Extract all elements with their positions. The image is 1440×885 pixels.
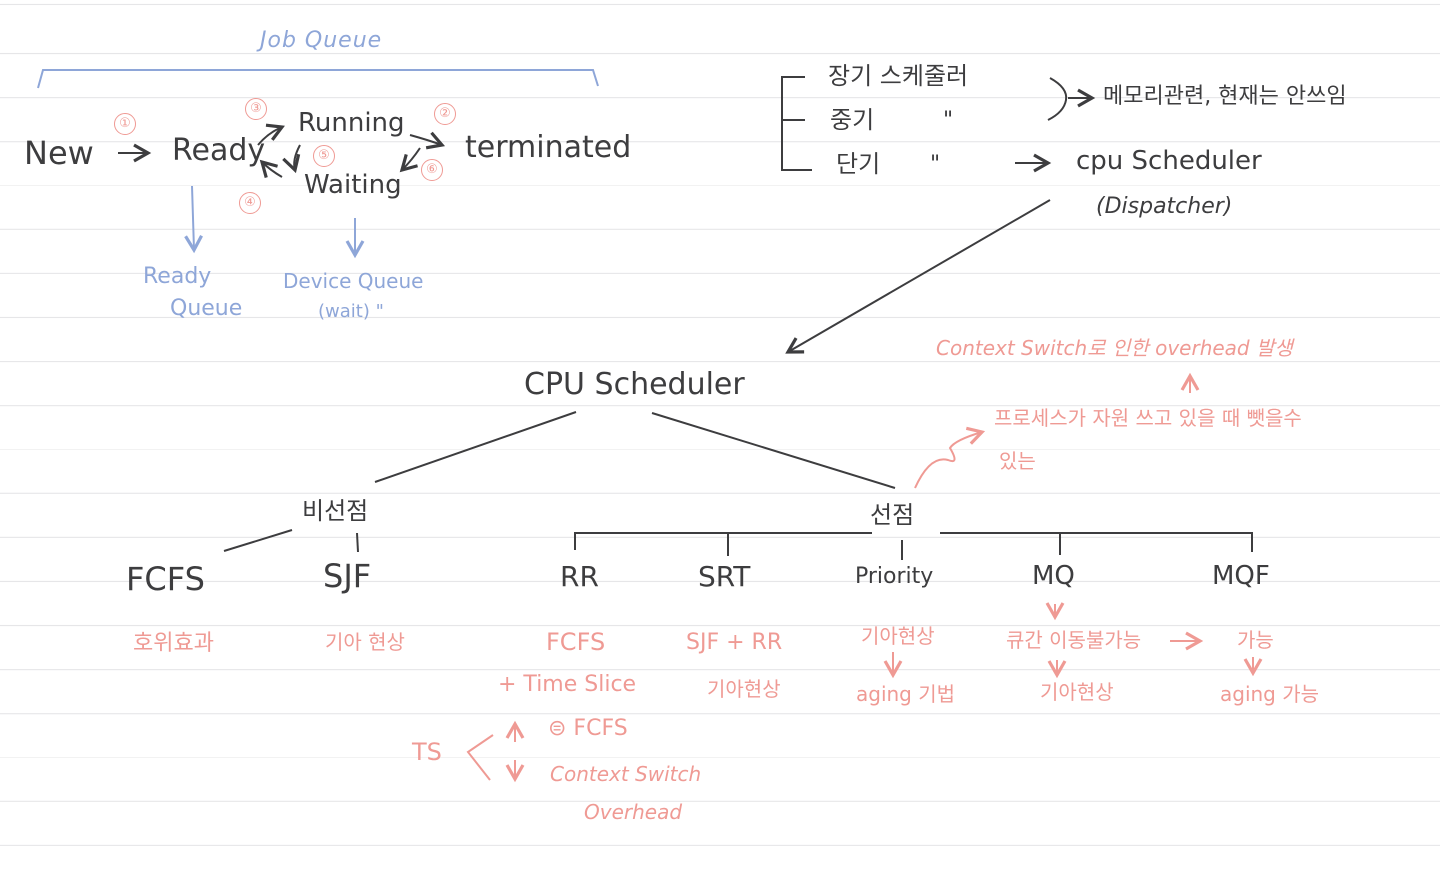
edge-root-nonpreemptive	[374, 411, 577, 483]
note-context-switch-overhead: Context Switch로 인한 overhead 발생	[936, 336, 1293, 360]
note-mq-2: 기아현상	[1040, 680, 1114, 704]
note-rr-2: + Time Slice	[498, 672, 637, 697]
arrow-ready-queue	[184, 185, 203, 254]
algo-priority: Priority	[855, 564, 934, 589]
ready-queue-label-2: Queue	[170, 296, 243, 321]
algo-mqf: MQF	[1212, 561, 1270, 591]
algo-rr: RR	[560, 560, 599, 593]
arrow-running-waiting	[399, 147, 421, 173]
memory-note: 메모리관련, 현재는 안쓰임	[1103, 84, 1347, 109]
node-preemptive: 선점	[870, 501, 915, 529]
note-rr-1: FCFS	[546, 628, 606, 656]
step-number-2: ②	[434, 103, 456, 125]
note-priority-1: 기아현상	[861, 624, 935, 648]
state-waiting: Waiting	[304, 170, 402, 200]
note-preempt-2: 있는	[999, 449, 1036, 473]
note-ts-down-2: Overhead	[584, 800, 683, 824]
step-number-1: ①	[114, 113, 136, 135]
state-ready: Ready	[172, 133, 266, 168]
ts-fork	[466, 734, 494, 781]
job-queue-label: Job Queue	[260, 28, 383, 53]
state-running: Running	[298, 108, 405, 138]
long-term-scheduler: 장기 스케줄러	[828, 62, 969, 90]
algo-srt: SRT	[698, 560, 751, 593]
step-number-5: ⑤	[313, 145, 335, 167]
arrow-running-ready	[282, 144, 301, 174]
step-number-4: ④	[239, 192, 261, 214]
note-srt-2: 기아현상	[707, 677, 781, 701]
note-ts-label: TS	[412, 738, 442, 766]
short-term-scheduler: 단기	[836, 150, 881, 178]
job-queue-bracket	[37, 69, 599, 89]
step-number-3: ③	[245, 98, 267, 120]
note-ts-up: ⊜ FCFS	[548, 716, 628, 741]
note-preempt-1: 프로세스가 자원 쓰고 있을 때 뺏을수	[994, 406, 1302, 430]
node-non-preemptive: 비선점	[302, 497, 369, 525]
device-queue-label: Device Queue	[283, 269, 424, 293]
device-queue-wait: (wait) "	[318, 301, 384, 322]
arrow-to-cpu-scheduler	[785, 199, 1051, 354]
note-srt-1: SJF + RR	[686, 630, 783, 655]
scheduler-bracket	[781, 76, 812, 171]
edge-preemptive-bar	[574, 532, 1253, 552]
short-term-ditto: "	[930, 152, 941, 177]
cpu-scheduler-label: cpu Scheduler	[1076, 146, 1262, 176]
algo-mq: MQ	[1032, 561, 1075, 591]
state-new: New	[24, 134, 94, 172]
tree-root: CPU Scheduler	[524, 367, 745, 402]
dispatcher-label: (Dispatcher)	[1096, 194, 1233, 219]
brace-long-mid	[1047, 77, 1068, 121]
arrow-preempt-note	[914, 426, 986, 489]
mid-term-scheduler: 중기	[830, 106, 875, 134]
arrow-running-terminated	[409, 131, 446, 150]
edge-nonpreemptive-fcfs	[223, 529, 293, 552]
note-ts-down-1: Context Switch	[550, 762, 702, 786]
note-priority-2: aging 기법	[856, 682, 956, 706]
note-mqf-2: aging 가능	[1220, 682, 1320, 706]
algo-fcfs: FCFS	[126, 560, 205, 598]
note-sjf: 기아 현상	[325, 630, 405, 654]
state-terminated: terminated	[465, 130, 632, 165]
ready-queue-label-1: Ready	[143, 264, 212, 289]
mid-term-ditto: "	[943, 108, 954, 133]
note-mq-1: 큐간 이동불가능	[1006, 628, 1142, 652]
note-fcfs: 호위효과	[133, 631, 214, 656]
arrow-ready-running	[257, 123, 285, 146]
algo-sjf: SJF	[323, 557, 372, 595]
step-number-6: ⑥	[421, 159, 443, 181]
edge-nonpreemptive-sjf	[356, 532, 359, 553]
arrow-waiting-ready	[259, 159, 283, 178]
note-mqf-1: 가능	[1237, 628, 1274, 652]
edge-root-preemptive	[651, 412, 896, 489]
